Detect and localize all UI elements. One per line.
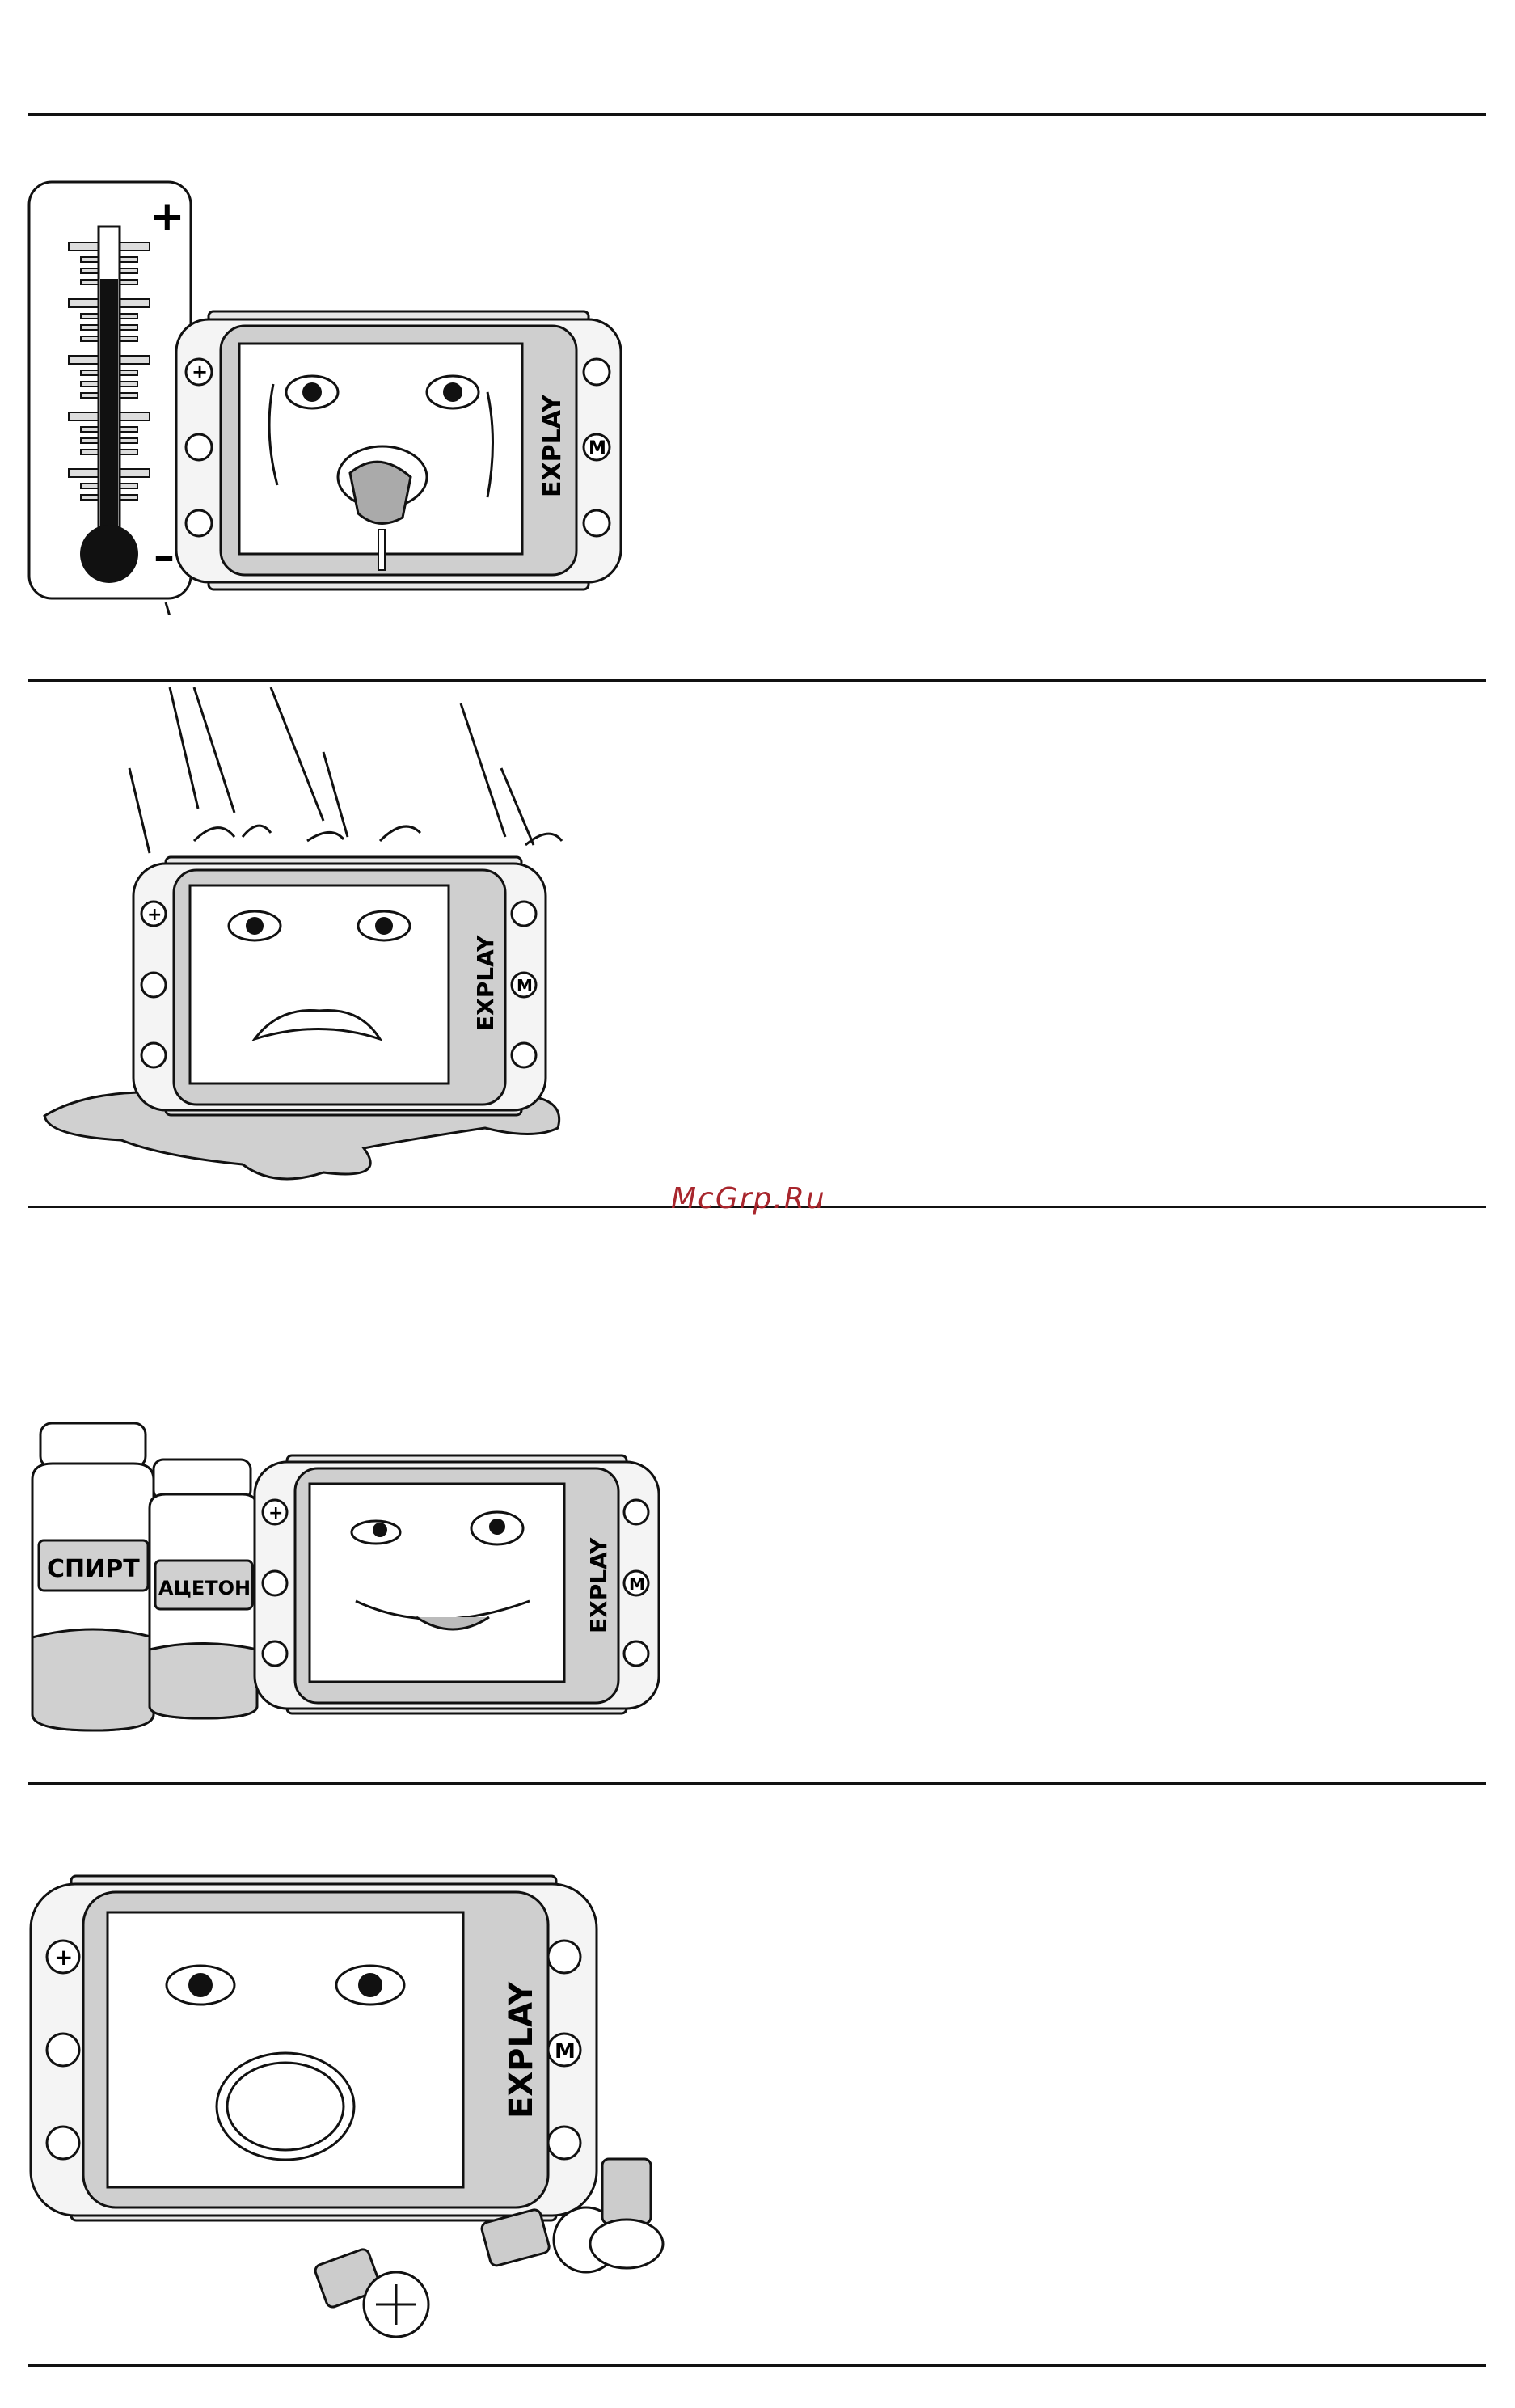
svg-text:M: M	[555, 2039, 576, 2064]
bottle-spirit: СПИРТ	[32, 1423, 154, 1730]
svg-text:+: +	[268, 1503, 283, 1523]
figure-water: + M EXPLAY	[0, 687, 663, 1189]
thermometer-minus: –	[154, 532, 175, 581]
thermometer-plus: +	[150, 192, 185, 241]
brand-logo: EXPLAY	[585, 1537, 612, 1633]
divider-bottom	[28, 2364, 1486, 2367]
svg-text:M: M	[517, 976, 533, 995]
bottle-label-spirit: СПИРТ	[47, 1555, 140, 1583]
device-player: + M EXPLAY	[176, 311, 621, 589]
figure-screws: + M EXPLAY	[0, 1860, 679, 2345]
brand-logo: EXPLAY	[472, 935, 499, 1031]
figure-chemicals: СПИРТ АЦЕТОН + M EXPLAY	[0, 1407, 679, 1747]
device-player: + M EXPLAY	[31, 1876, 597, 2220]
bottle-label-acetone: АЦЕТОН	[158, 1577, 251, 1599]
svg-text:+: +	[54, 1944, 73, 1971]
divider-3	[28, 1782, 1486, 1785]
bottle-acetone: АЦЕТОН	[150, 1460, 257, 1718]
svg-text:+: +	[147, 905, 162, 925]
plus-icon: +	[192, 361, 208, 383]
brand-logo: EXPLAY	[538, 394, 567, 497]
thermometer-icon: + –	[29, 182, 191, 598]
device-player: + M EXPLAY	[255, 1455, 659, 1713]
screw-icon	[314, 2248, 428, 2337]
figure-temperature: + –	[0, 162, 663, 615]
water-drops	[129, 687, 562, 853]
divider-1	[28, 679, 1486, 682]
svg-text:M: M	[629, 1574, 645, 1594]
m-icon: M	[589, 438, 606, 458]
watermark: McGrp.Ru	[671, 1182, 826, 1215]
divider-top	[28, 113, 1486, 116]
device-player: + M EXPLAY	[133, 857, 546, 1115]
brand-logo: EXPLAY	[503, 1981, 540, 2119]
